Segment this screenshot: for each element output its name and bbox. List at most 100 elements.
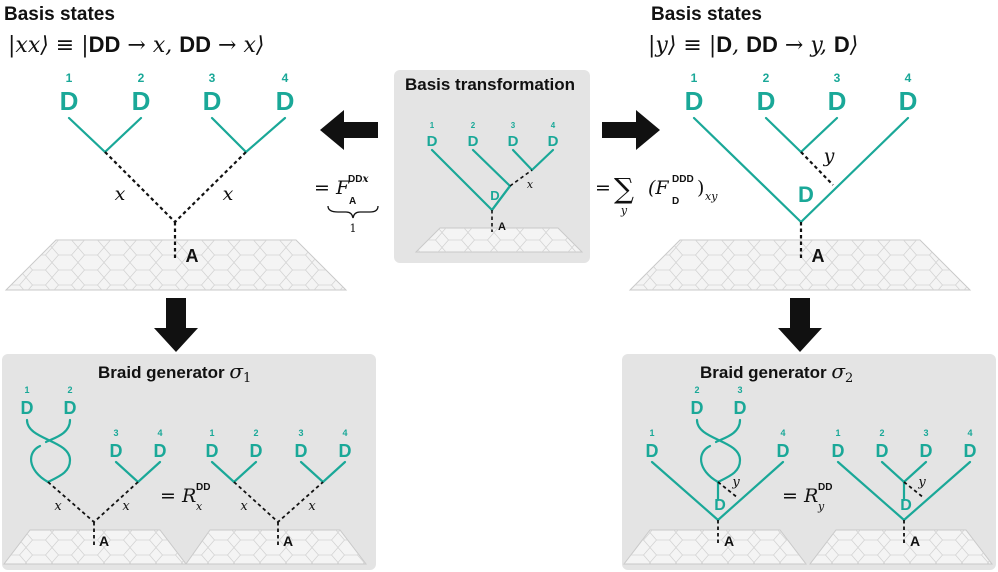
left-anyon-index-4: 4: [282, 71, 289, 85]
transformation-inner-fusion: D: [490, 188, 499, 203]
braid-2-rhs-channel-line: [903, 481, 925, 499]
underbrace-icon: [327, 205, 379, 219]
left-fusion-pair-1: [67, 116, 143, 154]
left-anyon-3: D: [203, 86, 222, 116]
arrow-left-icon: [320, 110, 378, 150]
transformation-channel-label: x: [527, 178, 534, 191]
transformation-anyon-index-3: 3: [511, 121, 516, 130]
transformation-anyon-2: D: [468, 133, 479, 150]
left-anyon-2: D: [132, 86, 151, 116]
braid-1-rhs-anyon-2: D: [250, 441, 263, 461]
arrow-down-right-icon: [778, 298, 822, 352]
braid-2-rhs-anyon-2: D: [876, 441, 889, 461]
braid-1-rhs-index-2: 2: [253, 428, 258, 438]
left-fusion-pair-2: [210, 116, 287, 154]
braid-2-lhs-index-4: 4: [780, 428, 785, 438]
braid-2-lhs-index-1: 1: [649, 428, 654, 438]
transformation-anyon-4: D: [548, 133, 559, 150]
left-eq-prefix: = F: [314, 177, 350, 199]
braid-2-lhs-anyon-2: D: [691, 398, 704, 418]
right-anyon-4: D: [899, 86, 918, 116]
braid-2-strand-a: [695, 418, 742, 484]
right-anyon-index-1: 1: [691, 71, 698, 85]
braid-1-rhs-anyon-4: D: [339, 441, 352, 461]
left-eq-sup: DDx: [348, 174, 369, 185]
braid-2-eq-sub: y: [817, 500, 825, 513]
braid-1-strand-b-top: [44, 418, 72, 444]
left-anyon-4: D: [276, 86, 295, 116]
right-anyon-index-2: 2: [763, 71, 770, 85]
transformation-anyon-1: D: [427, 133, 438, 150]
braid-2-title: Braid generator σ2: [700, 359, 853, 386]
right-eq-close: ): [697, 177, 704, 199]
left-eq-sub: A: [349, 196, 356, 207]
braid-1-rhs-anyon-3: D: [295, 441, 308, 461]
transformation-left-equation: = F DDx A 1: [314, 174, 379, 235]
braid-1-lhs-index-1: 1: [24, 385, 29, 395]
braid-1-eq-prefix: = R: [160, 485, 196, 507]
braid-1-lhs-channel-1: x: [54, 499, 62, 514]
braid-2-lhs-lattice-hexes: [624, 530, 806, 564]
braid-1-rhs-index-3: 3: [298, 428, 303, 438]
left-eq-under: 1: [350, 222, 357, 235]
braid-1-lhs-root: A: [99, 533, 109, 549]
left-channel-label-2: x: [223, 183, 234, 205]
right-channel-label: y: [823, 145, 835, 167]
transformation-panel: [394, 70, 590, 263]
arrow-down-left-icon: [154, 298, 198, 352]
left-anyon-index-3: 3: [209, 71, 216, 85]
left-channel-label-1: x: [115, 183, 126, 205]
right-lattice-hexes: [630, 240, 970, 290]
braid-1-eq-sup: DD: [196, 482, 210, 493]
right-heading: Basis states: [651, 4, 762, 25]
right-inner-fusion: D: [798, 182, 814, 207]
braid-1-eq-sub: x: [196, 500, 203, 513]
transformation-root: A: [498, 221, 506, 233]
right-root-charge: A: [812, 246, 825, 266]
braid-2-lhs-anyon-1: D: [646, 441, 659, 461]
braid-1-strand-b-bottom: [30, 444, 50, 484]
right-eq-f: (F: [648, 177, 669, 199]
right-basis-state: Basis states |y⟩ ≡ |D, DD → y, D⟩ 1 2 3 …: [628, 4, 972, 291]
transformation-anyon-index-2: 2: [471, 121, 476, 130]
transformation-inner-link: [490, 184, 512, 212]
braid-2-eq-sup: DD: [818, 482, 832, 493]
transformation-lattice-hexes: [416, 228, 582, 252]
transformation-anyon-3: D: [508, 133, 519, 150]
braid-2-rhs-index-2: 2: [879, 428, 884, 438]
braid-2-group: Braid generator σ2 1 2 3 4 D D D D y D A…: [622, 359, 994, 565]
braid-2-rhs-anyon-3: D: [920, 441, 933, 461]
braid-1-lhs-anyon-3: D: [110, 441, 123, 461]
transformation-channel-line: [509, 169, 533, 187]
transformation-anyon2-line: [471, 148, 512, 188]
braid-1-rhs-root: A: [283, 533, 293, 549]
braid-1-rhs-channel-2: x: [308, 499, 316, 514]
right-anyon-index-4: 4: [905, 71, 912, 85]
braid-2-rhs-lattice-hexes: [810, 530, 992, 564]
braid-2-rhs-index-3: 3: [923, 428, 928, 438]
right-eq-sum: ∑: [614, 172, 634, 205]
braid-1-rhs-index-4: 4: [342, 428, 347, 438]
braid-1-lhs-anyon-2: D: [64, 398, 77, 418]
right-anyon-index-3: 3: [834, 71, 841, 85]
braid-2-panel: [622, 354, 996, 570]
braid-2-eq-prefix: = R: [782, 485, 818, 507]
braid-2-rhs-index-4: 4: [967, 428, 972, 438]
braid-2-rhs-channel: y: [917, 475, 926, 490]
braid-2-rhs-anyon-1: D: [832, 441, 845, 461]
braid-1-lhs-index-3: 3: [113, 428, 118, 438]
braid-2-lhs-anyon-4: D: [777, 441, 790, 461]
braid-2-rhs-anyon-4: D: [964, 441, 977, 461]
braid-1-rhs-index-1: 1: [209, 428, 214, 438]
braid-2-rhs-index-1: 1: [835, 428, 840, 438]
transformation-title: Basis transformation: [405, 75, 575, 94]
arrow-right-icon: [602, 110, 660, 150]
braid-2-lhs-channel: y: [731, 475, 740, 490]
right-anyon-2: D: [757, 86, 776, 116]
left-anyon-index-1: 1: [66, 71, 73, 85]
braid-1-strand-a: [25, 418, 72, 484]
braid-1-lhs-anyon-1: D: [21, 398, 34, 418]
braid-2-rhs-inner-fusion: D: [900, 497, 912, 514]
braid-1-lhs-channel-2: x: [122, 499, 130, 514]
